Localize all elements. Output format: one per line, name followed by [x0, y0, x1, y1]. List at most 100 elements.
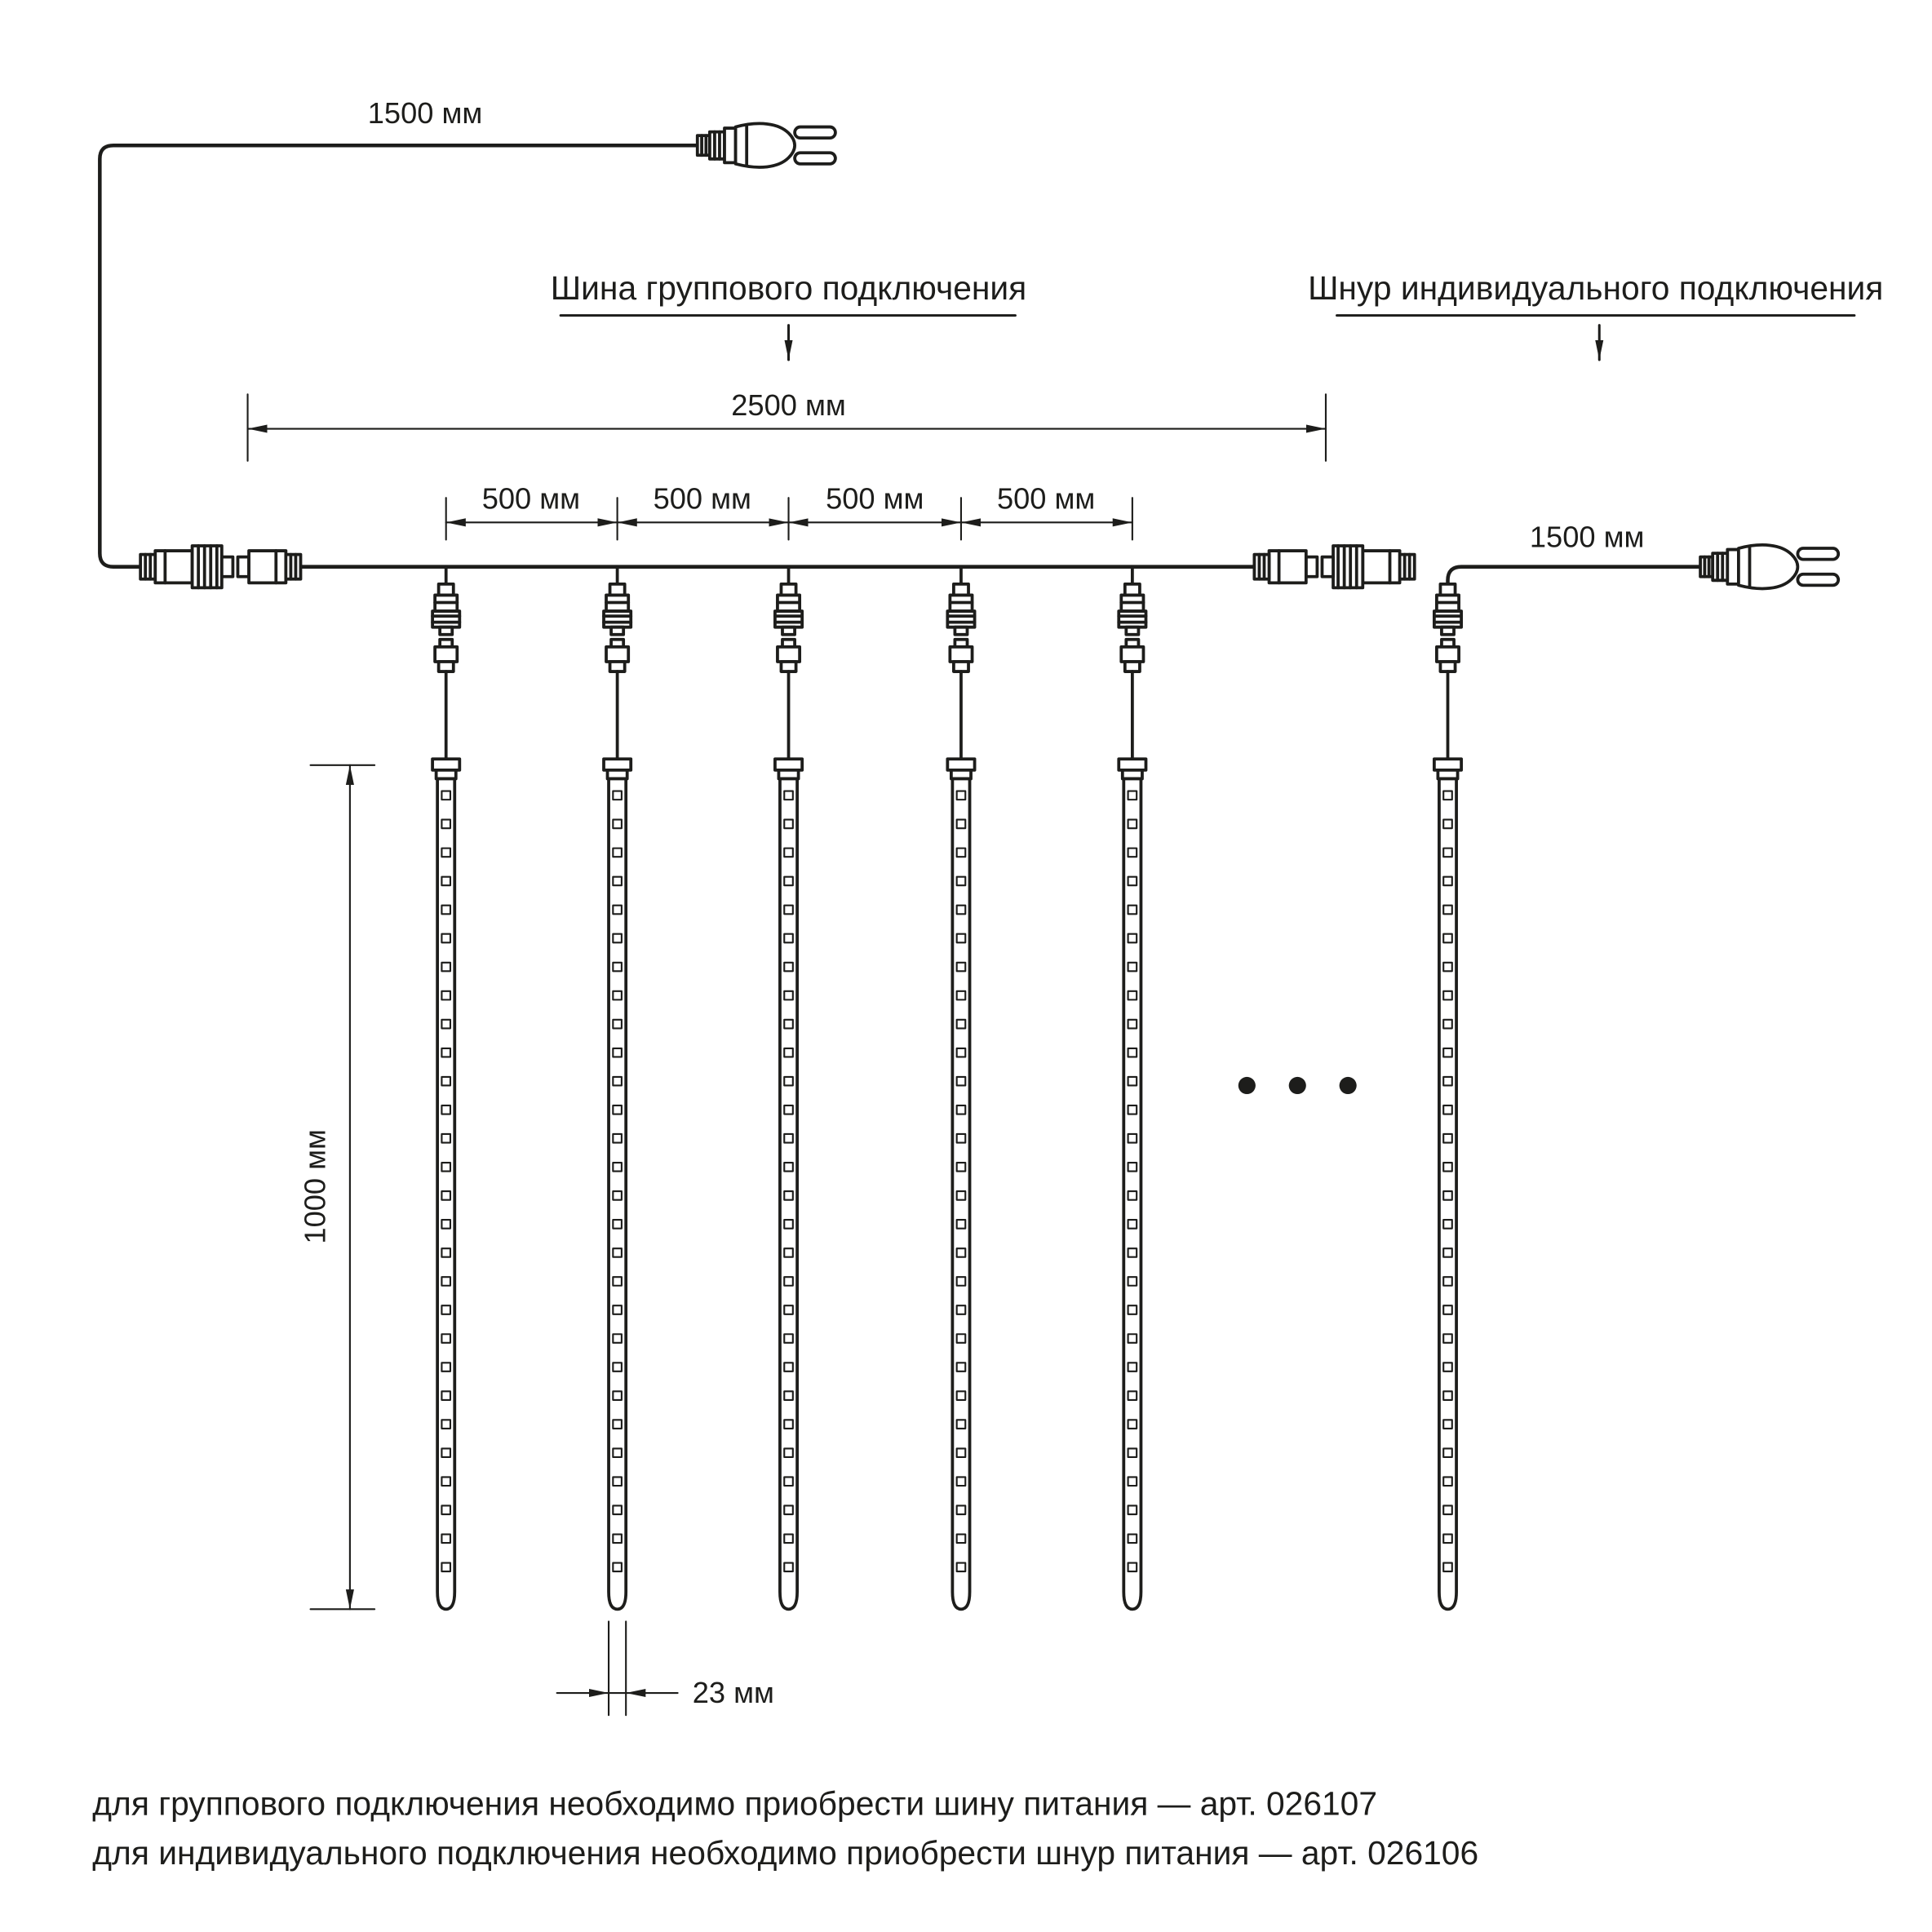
- led-chip: [955, 1075, 967, 1087]
- led-chip: [612, 961, 623, 973]
- led-chip: [1442, 1390, 1453, 1401]
- led-chip: [441, 818, 452, 830]
- led-chip: [1127, 1362, 1138, 1372]
- led-chip: [955, 1104, 967, 1115]
- led-chip: [441, 847, 452, 858]
- tube-body: [607, 777, 628, 1611]
- group-bus-label: Шина группового подключения: [551, 269, 1026, 307]
- led-chip: [1127, 1390, 1138, 1401]
- led-chip: [955, 1018, 967, 1030]
- led-chip: [612, 1476, 623, 1487]
- led-chip: [1127, 1047, 1138, 1058]
- led-chip: [1127, 1305, 1138, 1315]
- note-line-2: для индивидуального подключения необходи…: [92, 1834, 1478, 1872]
- tube-cap-outer: [1117, 757, 1148, 772]
- led-chip: [955, 847, 967, 858]
- led-chip: [612, 1533, 623, 1544]
- led-chip: [1127, 818, 1138, 830]
- led-chip: [612, 1219, 623, 1230]
- led-chip: [612, 1562, 623, 1573]
- led-chip: [441, 875, 452, 887]
- led-chip: [612, 904, 623, 915]
- led-chip: [612, 1247, 623, 1258]
- led-chip: [955, 1533, 967, 1544]
- led-chip: [1442, 1047, 1453, 1058]
- tube-body: [1438, 777, 1458, 1611]
- led-chip: [441, 1132, 452, 1144]
- led-chip: [1127, 1276, 1138, 1287]
- led-chip: [612, 1390, 623, 1401]
- led-chip: [955, 1047, 967, 1058]
- led-chip: [783, 1132, 794, 1144]
- led-chip: [441, 1247, 452, 1258]
- icicle-tube-bus: [602, 565, 633, 1611]
- led-chip: [955, 1390, 967, 1401]
- led-chip: [955, 1447, 967, 1459]
- led-chip: [612, 1047, 623, 1058]
- led-chip: [612, 990, 623, 1001]
- note-line-1: для группового подключения необходимо пр…: [92, 1785, 1377, 1823]
- led-chip: [612, 1276, 623, 1287]
- led-chip: [612, 1305, 623, 1315]
- icicle-tube-bus: [431, 565, 462, 1611]
- led-chip: [441, 1104, 452, 1115]
- led-chip: [1127, 847, 1138, 858]
- led-chip: [1442, 990, 1453, 1001]
- led-chip: [441, 1533, 452, 1544]
- tube-body: [1122, 777, 1143, 1611]
- led-chip: [441, 1447, 452, 1459]
- led-chip: [783, 1476, 794, 1487]
- led-chip: [1442, 933, 1453, 944]
- individual-cord: [1446, 565, 1703, 587]
- led-chip: [1127, 1419, 1138, 1429]
- led-chip: [441, 1018, 452, 1030]
- led-chip: [441, 1276, 452, 1287]
- led-chip: [1442, 1533, 1453, 1544]
- led-chip: [612, 1018, 623, 1030]
- led-chip: [1127, 1504, 1138, 1516]
- tube-cap-outer: [773, 757, 804, 772]
- led-chip: [1127, 1075, 1138, 1087]
- led-chip: [1442, 1276, 1453, 1287]
- led-chip: [1442, 875, 1453, 887]
- led-chip: [1127, 1533, 1138, 1544]
- dim-segment-label: 500 мм: [482, 482, 580, 516]
- power-plug-right: [1699, 543, 1841, 591]
- led-chip: [441, 1362, 452, 1372]
- led-chip: [955, 1419, 967, 1429]
- callout-individual-cord: Шнур индивидуального подключения: [1308, 269, 1883, 361]
- led-chip: [1442, 1075, 1453, 1087]
- led-chip: [1127, 1132, 1138, 1144]
- dim-total-label: 2500 мм: [731, 388, 846, 422]
- led-chip: [1442, 1419, 1453, 1429]
- dim-segment-label: 500 мм: [826, 482, 924, 516]
- led-chip: [1442, 1333, 1453, 1344]
- icicle-tube-bus: [946, 565, 977, 1611]
- led-chip: [612, 1190, 623, 1201]
- led-chip: [1127, 1447, 1138, 1459]
- drop-connector-pair: [602, 582, 633, 673]
- led-chip: [612, 875, 623, 887]
- individual-cord-label: Шнур индивидуального подключения: [1308, 269, 1883, 307]
- led-chip: [612, 790, 623, 801]
- led-chip: [955, 818, 967, 830]
- led-chip: [783, 1362, 794, 1372]
- led-chip: [1442, 1018, 1453, 1030]
- ellipsis-dots: [1238, 1076, 1357, 1095]
- led-chip: [1127, 1247, 1138, 1258]
- drop-connector-pair: [946, 582, 977, 673]
- led-chip: [1442, 1447, 1453, 1459]
- drop-connector-pair: [431, 582, 462, 673]
- led-chip: [1442, 1362, 1453, 1372]
- dim-feed-top-label: 1500 мм: [368, 96, 483, 130]
- led-chip: [441, 1562, 452, 1573]
- led-chip: [783, 990, 794, 1001]
- ellipsis-dot: [1339, 1076, 1357, 1095]
- led-chip: [1127, 790, 1138, 801]
- led-chip: [783, 875, 794, 887]
- led-chip: [1442, 1219, 1453, 1230]
- led-chip: [612, 1419, 623, 1429]
- led-chip: [1127, 1190, 1138, 1201]
- led-chip: [1127, 1219, 1138, 1230]
